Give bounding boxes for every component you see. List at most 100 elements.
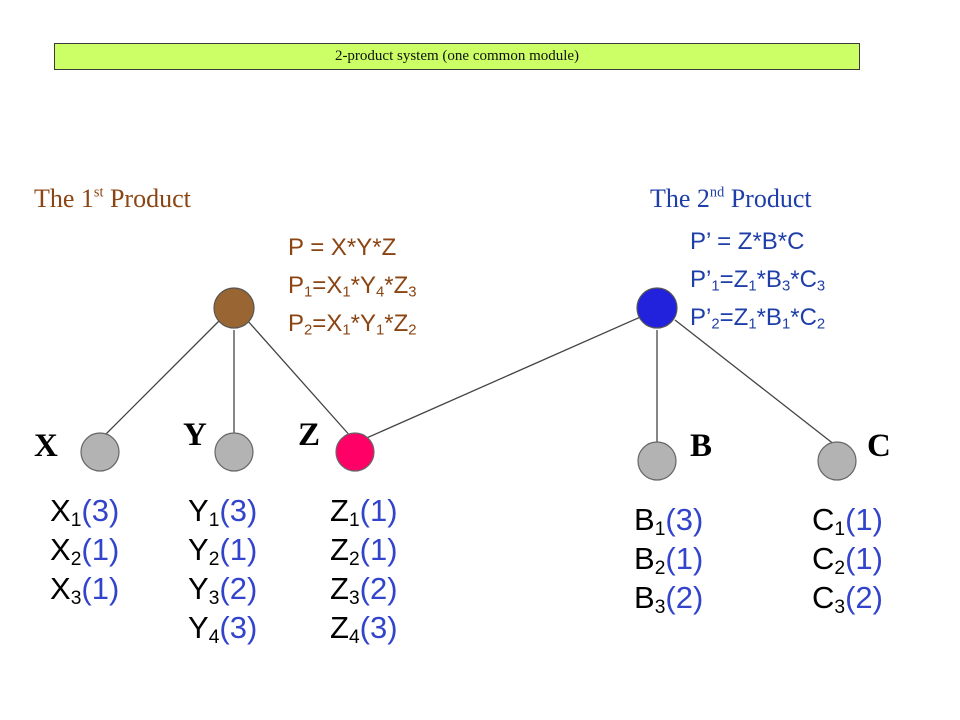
module-index: 2 <box>70 548 82 570</box>
product1-title-sup: st <box>93 184 104 201</box>
node-c <box>817 441 857 481</box>
module-letter: Z <box>330 493 349 528</box>
module-index: 1 <box>654 518 666 540</box>
node-y <box>214 432 254 472</box>
module-letter: Y <box>188 610 209 645</box>
node-label-z: Z <box>298 417 321 453</box>
module-quantity: (2) <box>219 571 258 606</box>
module-quantity: (3) <box>219 493 258 528</box>
module-index: 1 <box>834 518 846 540</box>
product1-title-pre: The 1 <box>34 184 94 213</box>
module-quantity: (3) <box>81 493 120 528</box>
module-letter: Y <box>188 532 209 567</box>
product1-title-post: Product <box>103 184 191 213</box>
module-list-b: B1(3)B2(1)B3(2) <box>634 500 703 617</box>
product2-title-post: Product <box>724 184 812 213</box>
module-item-c-3: C3(2) <box>812 578 883 617</box>
module-quantity: (3) <box>219 610 258 645</box>
module-letter: B <box>634 502 655 537</box>
product2-p1-formula: P’1=Z1*B3*C3 <box>690 266 826 295</box>
module-index: 1 <box>70 509 82 531</box>
module-letter: C <box>812 580 835 615</box>
product1-p2-formula: P2=X1*Y1*Z2 <box>288 310 417 339</box>
module-index: 3 <box>70 587 82 609</box>
module-index: 2 <box>208 548 220 570</box>
module-index: 3 <box>834 596 846 618</box>
module-index: 2 <box>834 557 846 579</box>
module-quantity: (2) <box>845 580 883 615</box>
module-quantity: (2) <box>665 580 704 615</box>
edge-p1-z <box>246 319 353 439</box>
product2-title-sup: nd <box>709 184 725 201</box>
module-item-y-2: Y2(1) <box>188 530 257 569</box>
module-letter: Z <box>330 571 349 606</box>
module-item-z-3: Z3(2) <box>330 569 398 608</box>
product2-formula: P’ = Z*B*C <box>690 228 805 255</box>
product2-p2-formula: P’2=Z1*B1*C2 <box>690 304 826 333</box>
module-item-x-1: X1(3) <box>50 491 119 530</box>
module-letter: Z <box>330 532 349 567</box>
node-z <box>335 432 375 472</box>
module-index: 1 <box>208 509 220 531</box>
module-quantity: (1) <box>665 541 704 576</box>
module-quantity: (1) <box>845 502 883 537</box>
module-letter: Z <box>330 610 349 645</box>
module-list-x: X1(3)X2(1)X3(1) <box>50 491 119 608</box>
node-label-y: Y <box>183 417 207 453</box>
module-letter: B <box>634 541 655 576</box>
edge-p2-c <box>674 319 836 446</box>
product2-title: The 2nd Product <box>650 184 812 214</box>
module-quantity: (1) <box>219 532 258 567</box>
module-index: 2 <box>654 557 666 579</box>
node-label-c: C <box>867 428 891 464</box>
module-item-z-2: Z2(1) <box>330 530 398 569</box>
module-quantity: (2) <box>359 571 398 606</box>
module-item-b-3: B3(2) <box>634 578 703 617</box>
module-index: 4 <box>348 626 360 648</box>
module-quantity: (1) <box>359 532 398 567</box>
module-item-c-2: C2(1) <box>812 539 883 578</box>
module-letter: C <box>812 541 835 576</box>
module-item-b-1: B1(3) <box>634 500 703 539</box>
product1-p1-formula: P1=X1*Y4*Z3 <box>288 272 417 301</box>
banner-title: 2-product system (one common module) <box>54 43 860 70</box>
module-item-x-3: X3(1) <box>50 569 119 608</box>
module-letter: X <box>50 571 71 606</box>
module-item-y-1: Y1(3) <box>188 491 257 530</box>
product1-title: The 1st Product <box>34 184 191 214</box>
module-letter: X <box>50 493 71 528</box>
module-index: 3 <box>208 587 220 609</box>
module-item-z-1: Z1(1) <box>330 491 398 530</box>
module-quantity: (1) <box>81 571 120 606</box>
module-item-x-2: X2(1) <box>50 530 119 569</box>
node-product1 <box>213 287 255 329</box>
module-item-c-1: C1(1) <box>812 500 883 539</box>
node-x <box>80 432 120 472</box>
module-letter: Y <box>188 571 209 606</box>
module-quantity: (1) <box>81 532 120 567</box>
module-index: 1 <box>348 509 360 531</box>
module-quantity: (3) <box>665 502 704 537</box>
node-product2 <box>636 287 678 329</box>
edge-p2-z <box>361 314 646 441</box>
module-letter: X <box>50 532 71 567</box>
node-label-b: B <box>690 428 713 464</box>
module-letter: B <box>634 580 655 615</box>
product1-formula: P = X*Y*Z <box>288 234 397 261</box>
product2-title-pre: The 2 <box>650 184 710 213</box>
module-index: 2 <box>348 548 360 570</box>
module-index: 3 <box>348 587 360 609</box>
edges <box>99 314 836 446</box>
module-list-z: Z1(1)Z2(1)Z3(2)Z4(3) <box>330 491 398 647</box>
module-item-y-4: Y4(3) <box>188 608 257 647</box>
module-letter: Y <box>188 493 209 528</box>
module-quantity: (1) <box>359 493 398 528</box>
node-label-x: X <box>34 428 58 464</box>
node-b <box>637 441 677 481</box>
module-list-y: Y1(3)Y2(1)Y3(2)Y4(3) <box>188 491 257 647</box>
module-item-y-3: Y3(2) <box>188 569 257 608</box>
module-index: 4 <box>208 626 220 648</box>
edge-p1-x <box>99 317 223 441</box>
module-item-b-2: B2(1) <box>634 539 703 578</box>
